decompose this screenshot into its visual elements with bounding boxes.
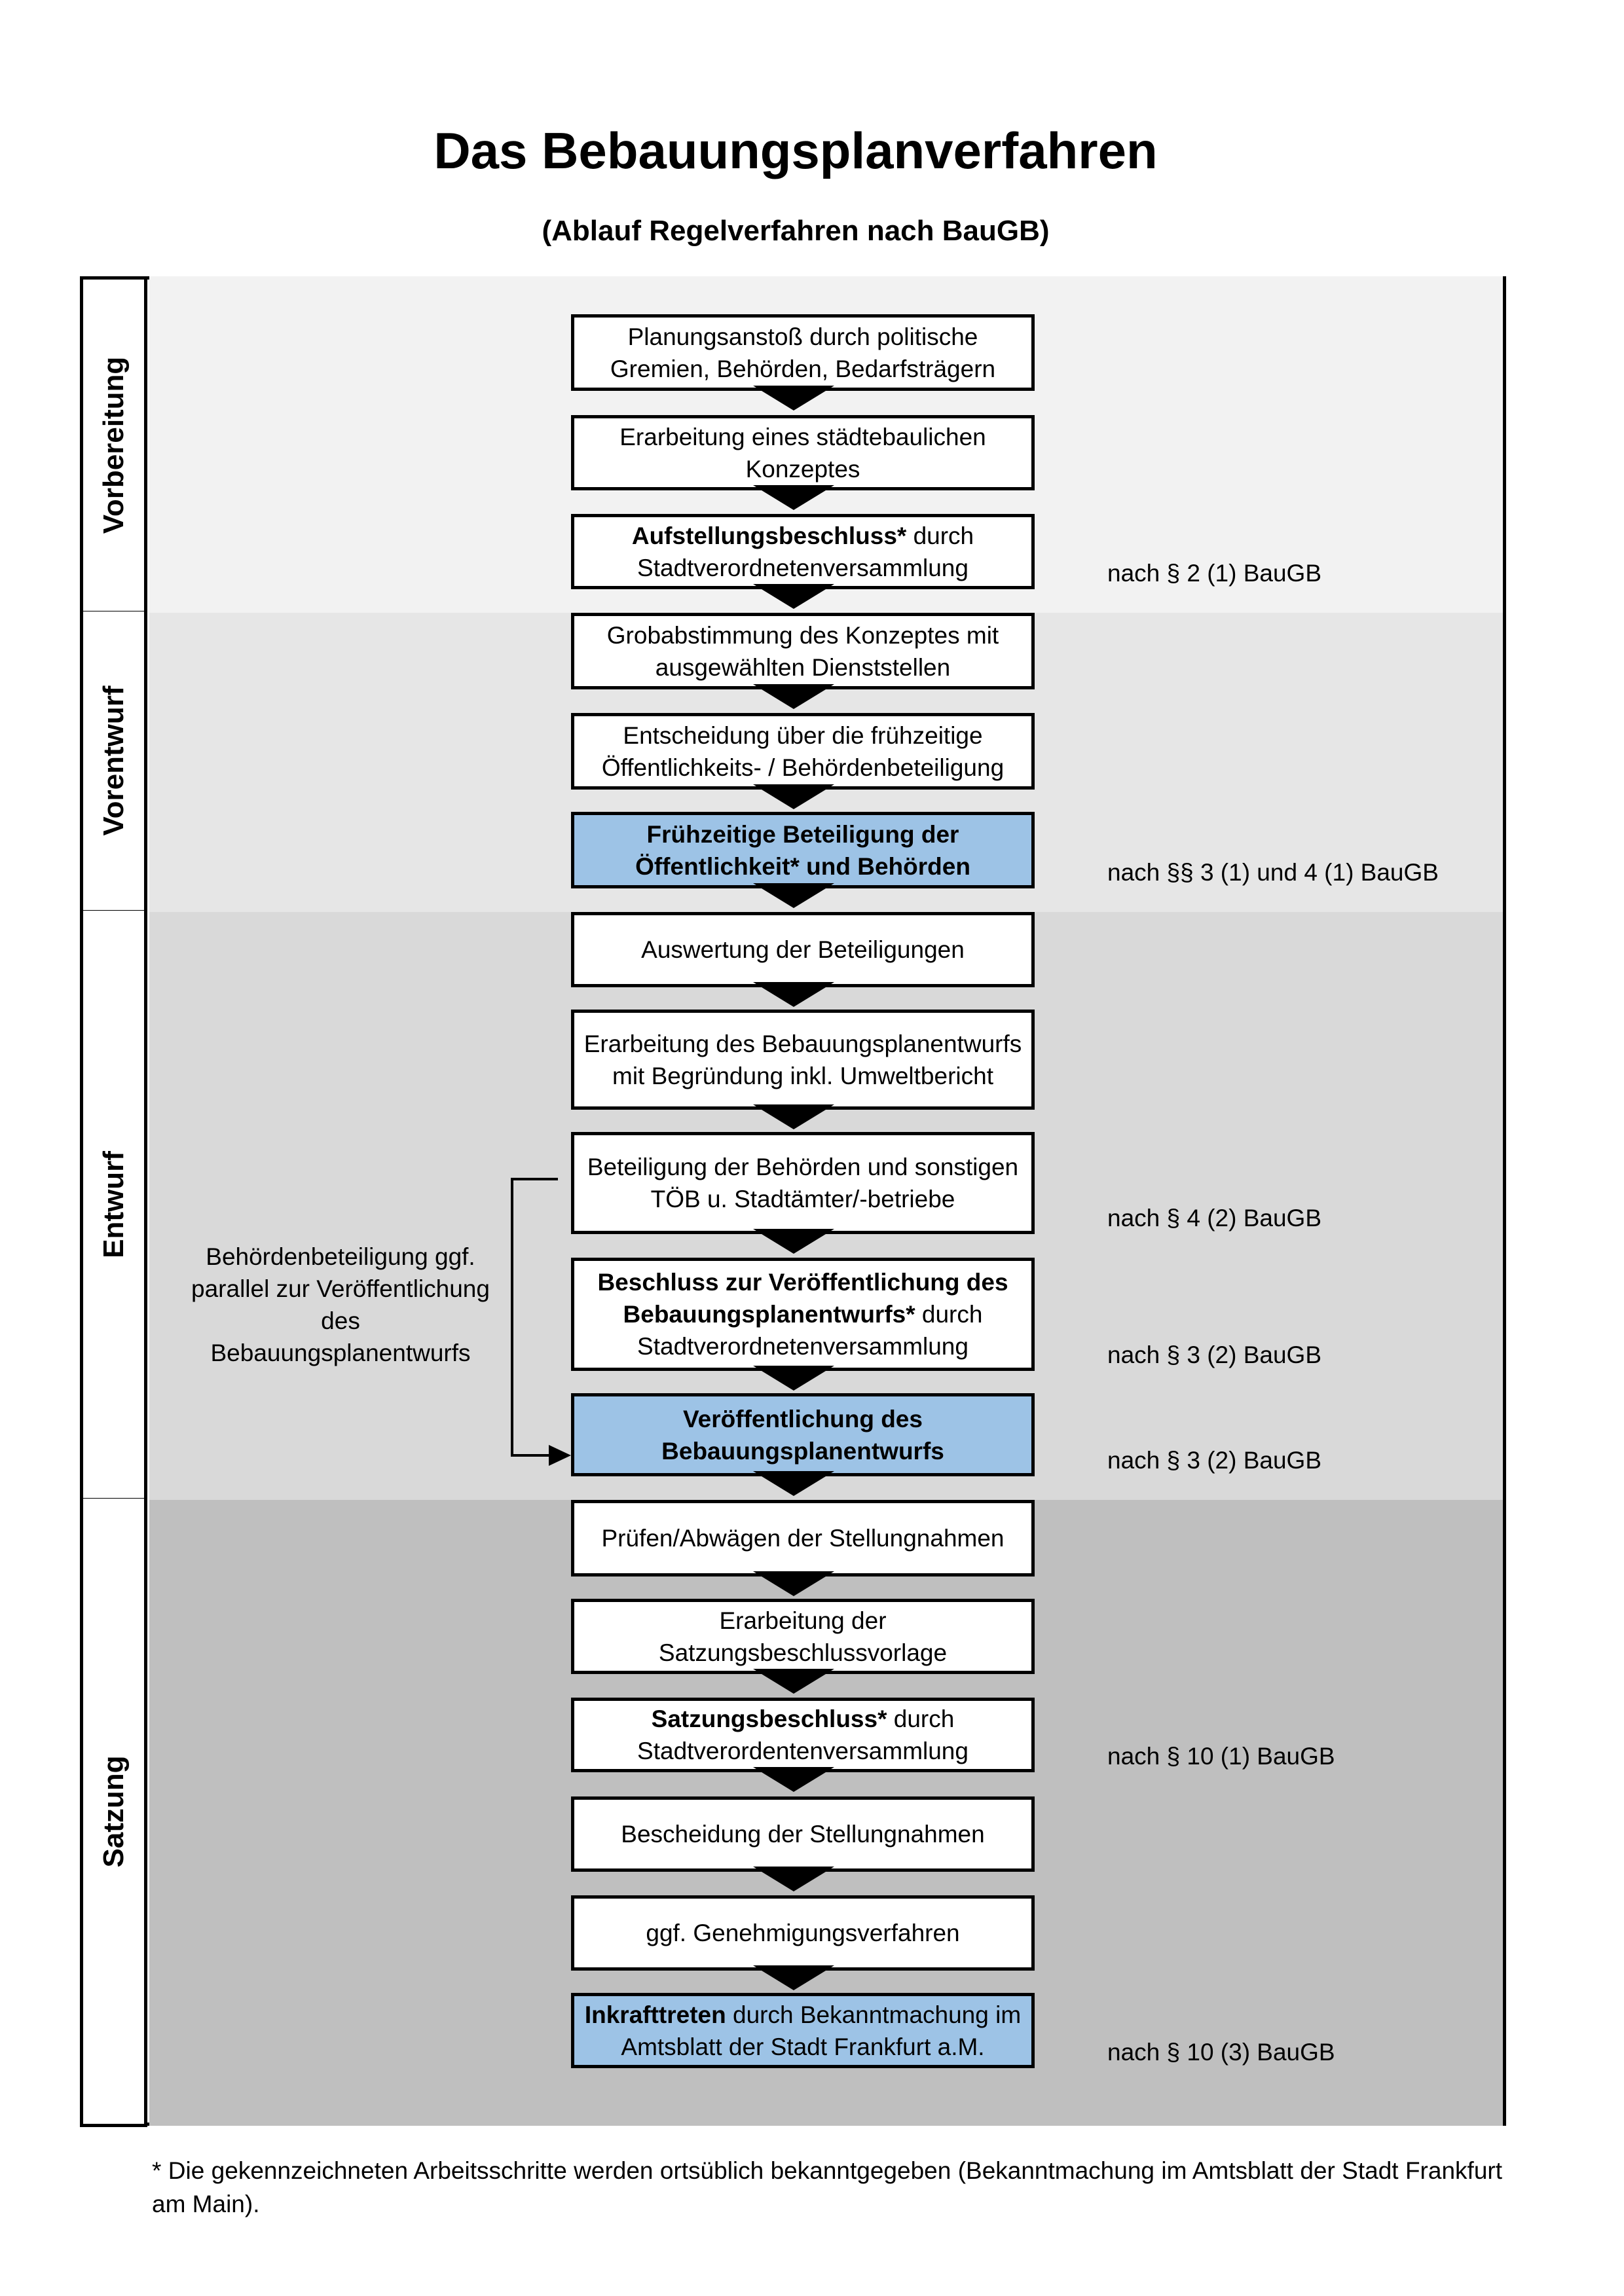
- process-step-15: Bescheidung der Stellungnahmen: [571, 1796, 1035, 1872]
- step-text-regular: Erarbeitung des Bebauungsplanentwurfs mi…: [583, 1030, 1022, 1089]
- step-text-regular: ggf. Genehmigungsverfahren: [646, 1920, 960, 1946]
- parallel-note: Behördenbeteiligung ggf. parallel zur Ve…: [191, 1243, 490, 1366]
- process-step-8: Erarbeitung des Bebauungsplanentwurfs mi…: [571, 1010, 1035, 1110]
- process-step-2: Erarbeitung eines städtebaulichen Konzep…: [571, 415, 1035, 490]
- legal-reference: nach § 3 (2) BauGB: [1107, 1341, 1322, 1368]
- legal-reference: nach § 10 (3) BauGB: [1107, 2039, 1335, 2066]
- step-text: Erarbeitung des Bebauungsplanentwurfs mi…: [582, 1028, 1024, 1092]
- legal-reference: nach § 10 (1) BauGB: [1107, 1743, 1335, 1770]
- step-text: Satzungsbeschluss* durch Stadtverordente…: [582, 1703, 1024, 1767]
- step-text: Aufstellungsbeschluss* durch Stadtverord…: [582, 520, 1024, 584]
- step-text-bold: Veröffentlichung des Bebauungsplanentwur…: [661, 1405, 944, 1465]
- step-text-bold: Inkrafttreten: [584, 2001, 726, 2028]
- flow-arrow-icon: [753, 485, 834, 510]
- flow-arrow-icon: [753, 1669, 834, 1694]
- flow-arrow-icon: [753, 1471, 834, 1496]
- process-step-3: Aufstellungsbeschluss* durch Stadtverord…: [571, 514, 1035, 589]
- flow-arrow-icon: [753, 883, 834, 908]
- step-text-regular: Grobabstimmung des Konzeptes mit ausgewä…: [606, 621, 999, 681]
- step-text-bold: Frühzeitige Beteiligung der Öffentlichke…: [635, 820, 970, 880]
- step-text: Beschluss zur Veröffentlichung des Bebau…: [582, 1266, 1024, 1362]
- step-text: ggf. Genehmigungsverfahren: [646, 1917, 959, 1949]
- process-step-5: Entscheidung über die frühzeitige Öffent…: [571, 713, 1035, 790]
- step-text-regular: durch Stadtverordentenversammlung: [637, 1705, 969, 1764]
- legal-reference: nach § 3 (2) BauGB: [1107, 1447, 1322, 1474]
- step-text: Frühzeitige Beteiligung der Öffentlichke…: [582, 818, 1024, 883]
- flow-arrow-icon: [753, 386, 834, 410]
- step-text-regular: durch Bekanntmachung im Amtsblatt der St…: [621, 2001, 1022, 2060]
- flow-arrow-icon: [753, 982, 834, 1007]
- flow-arrow-icon: [753, 1965, 834, 1990]
- legal-reference: nach § 2 (1) BauGB: [1107, 560, 1322, 587]
- process-step-14: Satzungsbeschluss* durch Stadtverordente…: [571, 1698, 1035, 1772]
- phase-label-2: Vorentwurf: [80, 611, 147, 913]
- step-text-regular: Erarbeitung eines städtebaulichen Konzep…: [619, 423, 986, 483]
- step-text-regular: Beteiligung der Behörden und sonstigen T…: [587, 1154, 1019, 1212]
- step-text: Erarbeitung eines städtebaulichen Konzep…: [582, 421, 1024, 485]
- process-step-1: Planungsanstoß durch politische Gremien,…: [571, 314, 1035, 391]
- flow-arrow-icon: [753, 1229, 834, 1254]
- page-subtitle: (Ablauf Regelverfahren nach BauGB): [542, 215, 1050, 247]
- step-text: Bescheidung der Stellungnahmen: [621, 1818, 984, 1850]
- flow-arrow-icon: [753, 684, 834, 709]
- step-text-regular: Bescheidung der Stellungnahmen: [621, 1821, 985, 1848]
- step-text-regular: Auswertung der Beteiligungen: [641, 936, 965, 963]
- process-step-4: Grobabstimmung des Konzeptes mit ausgewä…: [571, 613, 1035, 689]
- step-text: Planungsanstoß durch politische Gremien,…: [582, 321, 1024, 385]
- flow-arrow-icon: [753, 784, 834, 809]
- flow-arrow-icon: [753, 584, 834, 609]
- step-text-regular: durch Stadtverordnetenversammlung: [637, 522, 974, 581]
- step-text-regular: Entscheidung über die frühzeitige Öffent…: [601, 721, 1005, 781]
- step-text-regular: Prüfen/Abwägen der Stellungnahmen: [601, 1525, 1005, 1552]
- phase-label-1: Vorbereitung: [80, 276, 147, 614]
- step-text: Grobabstimmung des Konzeptes mit ausgewä…: [582, 619, 1024, 683]
- step-text: Entscheidung über die frühzeitige Öffent…: [582, 720, 1024, 784]
- flow-arrow-icon: [753, 1104, 834, 1129]
- legal-reference: nach §§ 3 (1) und 4 (1) BauGB: [1107, 859, 1439, 886]
- step-text-regular: Planungsanstoß durch politische Gremien,…: [610, 323, 996, 382]
- process-step-9: Beteiligung der Behörden und sonstigen T…: [571, 1132, 1035, 1234]
- page-title: Das Bebauungsplanverfahren: [434, 122, 1158, 179]
- flow-arrow-icon: [753, 1571, 834, 1596]
- step-text-regular: durch Stadtverordnetenversammlung: [637, 1301, 983, 1360]
- step-text: Beteiligung der Behörden und sonstigen T…: [582, 1151, 1024, 1215]
- process-step-17: Inkrafttreten durch Bekanntmachung im Am…: [571, 1993, 1035, 2068]
- step-text-bold: Aufstellungsbeschluss*: [631, 522, 907, 549]
- flow-arrow-icon: [753, 1366, 834, 1391]
- step-text-bold: Beschluss zur Veröffentlichung des Bebau…: [597, 1269, 1008, 1328]
- step-text: Prüfen/Abwägen der Stellungnahmen: [601, 1522, 1004, 1554]
- step-text-regular: Erarbeitung der Satzungsbeschlussvorlage: [658, 1607, 948, 1666]
- phase-label-4: Satzung: [80, 1499, 147, 2127]
- flow-arrow-icon: [753, 1767, 834, 1792]
- flow-arrow-icon: [753, 1867, 834, 1891]
- legal-reference: nach § 4 (2) BauGB: [1107, 1205, 1322, 1231]
- step-text: Auswertung der Beteiligungen: [641, 934, 965, 966]
- phase-label-3: Entwurf: [80, 911, 147, 1501]
- footnote: * Die gekennzeichneten Arbeitsschritte w…: [152, 2157, 1502, 2217]
- step-text: Erarbeitung der Satzungsbeschlussvorlage: [582, 1605, 1024, 1669]
- process-step-13: Erarbeitung der Satzungsbeschlussvorlage: [571, 1599, 1035, 1674]
- step-text: Veröffentlichung des Bebauungsplanentwur…: [582, 1403, 1024, 1467]
- step-text: Inkrafttreten durch Bekanntmachung im Am…: [582, 1999, 1024, 2063]
- step-text-bold: Satzungsbeschluss*: [651, 1705, 887, 1732]
- process-step-12: Prüfen/Abwägen der Stellungnahmen: [571, 1500, 1035, 1576]
